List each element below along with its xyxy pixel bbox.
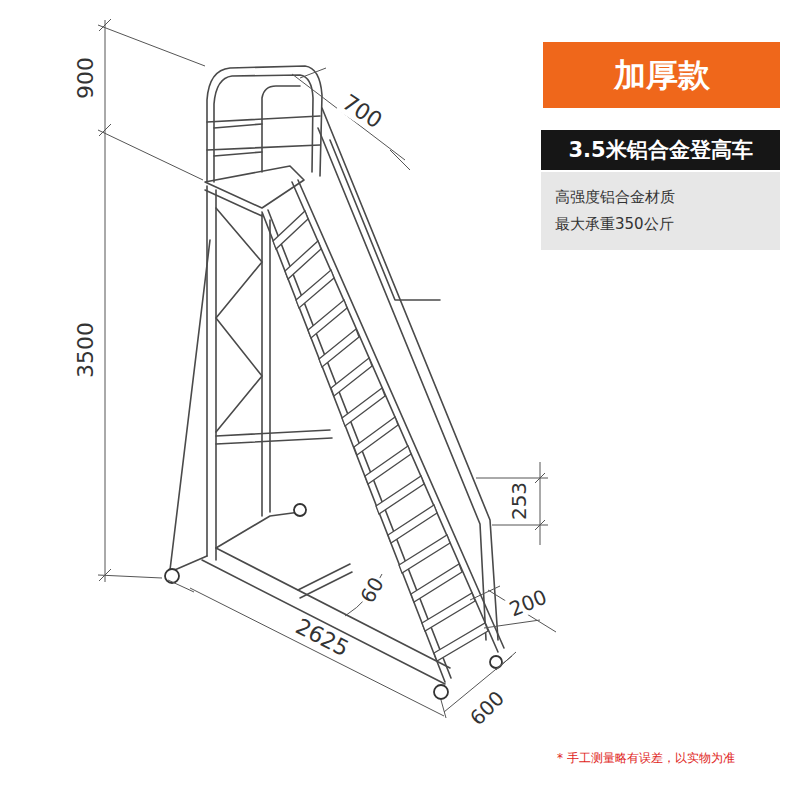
tread xyxy=(376,476,424,514)
tread xyxy=(296,270,334,308)
platform xyxy=(205,166,304,208)
base-frame xyxy=(202,548,450,684)
guardrail-inner xyxy=(214,75,313,182)
spec-panel: 高强度铝合金材质最大承重350公斤 xyxy=(541,172,780,250)
dimension-text: 200 xyxy=(504,585,551,621)
guardrail-post xyxy=(262,86,300,172)
base-frame xyxy=(216,512,300,548)
extension-line xyxy=(98,25,205,578)
dimension-text: 600 xyxy=(464,685,509,730)
handrail-brace xyxy=(330,140,440,300)
heading-text: 加厚款 xyxy=(614,55,710,95)
dimension-text: 900 xyxy=(74,55,98,101)
dimension-line xyxy=(292,74,405,160)
extension-line xyxy=(476,478,548,525)
stringer xyxy=(292,180,504,652)
outrigger xyxy=(170,240,210,570)
tread xyxy=(434,623,488,661)
title-band: 3.5米铝合金登高车 xyxy=(541,130,780,170)
rear-post-inner xyxy=(262,214,270,516)
tread xyxy=(422,593,475,631)
tread xyxy=(365,446,411,484)
guardrail-rails xyxy=(207,116,320,156)
spec-line: 最大承重350公斤 xyxy=(555,215,674,234)
platform-edge xyxy=(205,190,262,216)
dimension-line xyxy=(540,462,541,545)
dimension-text: 3500 xyxy=(74,320,98,380)
tread xyxy=(331,358,372,396)
dimension-text: 60 xyxy=(355,572,389,609)
dimension-tick xyxy=(99,19,111,581)
extension-line xyxy=(168,580,194,592)
tread xyxy=(308,300,347,338)
tread xyxy=(285,241,321,279)
handrail xyxy=(322,108,498,640)
wheel xyxy=(434,685,448,699)
tread xyxy=(273,211,308,249)
heading-text: 3.5米铝合金登高车 xyxy=(568,137,752,163)
dimension-line xyxy=(105,20,106,582)
handrail xyxy=(318,128,486,640)
base-crossbar xyxy=(298,564,352,598)
note-text: * 手工测量略有误差，以实物为准 xyxy=(555,752,737,765)
dimension-line xyxy=(190,588,444,716)
tread xyxy=(399,535,450,573)
spec-line: 高强度铝合金材质 xyxy=(555,188,675,207)
tread xyxy=(342,388,385,426)
dimension-text: 253 xyxy=(508,480,530,522)
tread xyxy=(354,417,398,455)
tread xyxy=(319,329,359,367)
dimension-tick xyxy=(535,473,545,530)
wheels xyxy=(165,504,502,699)
tread xyxy=(411,564,462,602)
tread xyxy=(388,505,437,543)
stringer xyxy=(262,210,451,682)
wheel xyxy=(294,504,306,516)
extension-line xyxy=(300,68,410,170)
dimension-lines xyxy=(98,19,556,718)
ladder-frame xyxy=(170,66,504,684)
wheel xyxy=(165,569,179,583)
rear-post xyxy=(207,186,216,560)
badge-box: 加厚款 xyxy=(543,42,780,108)
stair-treads xyxy=(273,211,488,661)
